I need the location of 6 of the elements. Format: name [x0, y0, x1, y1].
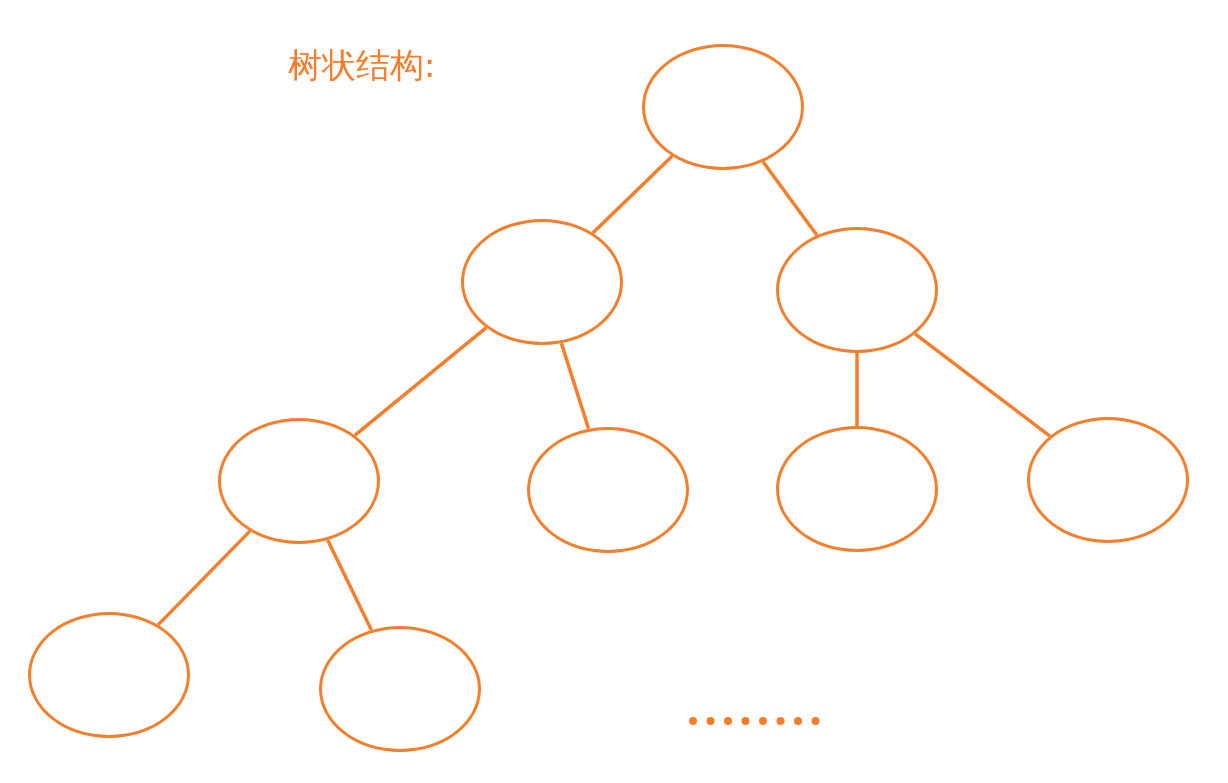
diagram-title: 树状结构: [288, 48, 436, 82]
connector-line [559, 342, 591, 430]
connector-line [855, 353, 859, 426]
connector-line [914, 332, 1051, 438]
connector-line [156, 529, 252, 627]
connector-line [353, 326, 488, 437]
